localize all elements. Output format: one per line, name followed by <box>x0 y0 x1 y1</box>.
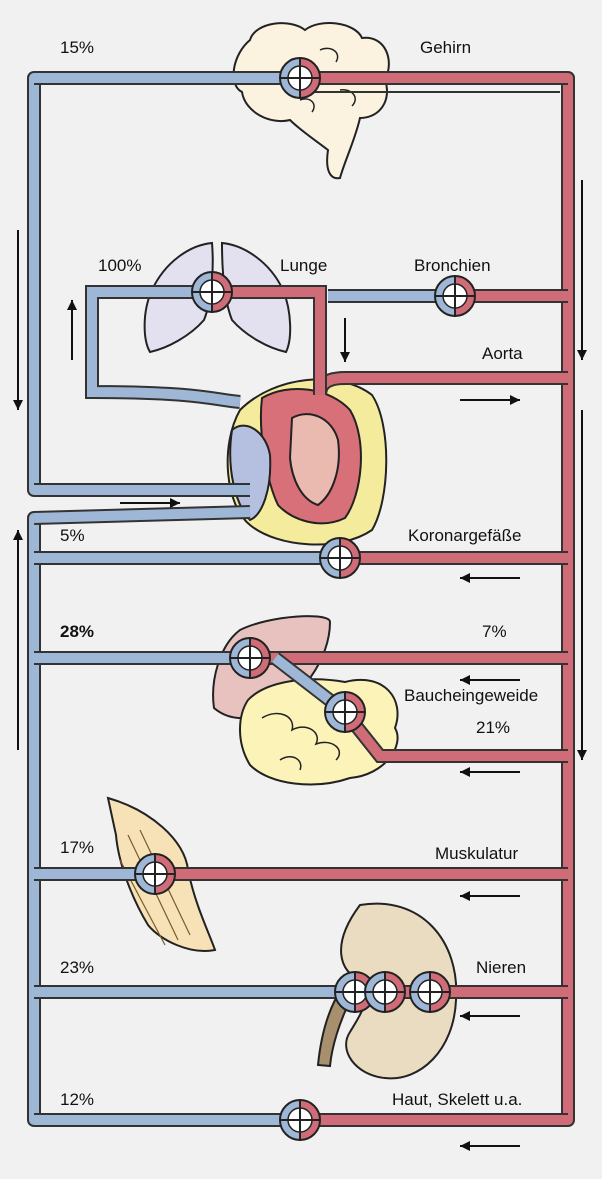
label-brain-percent: 15% <box>60 38 95 57</box>
label-abdominal-arterial-percent: 7% <box>482 622 507 641</box>
arrow-up-right <box>577 180 587 360</box>
arrow-left-3 <box>460 767 520 777</box>
label-kidney: Nieren <box>476 958 527 977</box>
label-coronary: Koronargefäße <box>408 526 522 545</box>
arrow-down-right <box>577 410 587 760</box>
arrow-up-left <box>13 530 23 750</box>
label-abdominal: Baucheingeweide <box>404 686 539 705</box>
label-kidney-percent: 23% <box>60 958 95 977</box>
label-skin-percent: 12% <box>60 1090 95 1109</box>
bed-kidney-3 <box>409 970 451 1014</box>
heart-illustration <box>226 378 388 546</box>
label-muscle-percent: 17% <box>60 838 95 857</box>
arrow-left-1 <box>460 573 520 583</box>
arrow-left-6 <box>460 1141 520 1151</box>
loop-brain <box>34 71 568 93</box>
label-liver-percent: 28% <box>60 622 95 641</box>
bed-liver <box>229 636 271 680</box>
label-lung-percent: 100% <box>98 256 142 275</box>
bed-brain <box>279 56 321 100</box>
arrow-left-4 <box>460 891 520 901</box>
label-bronchi: Bronchien <box>414 256 491 275</box>
loop-lung <box>85 285 327 409</box>
flow-arrows <box>13 180 587 1151</box>
bed-bronchi <box>434 274 476 318</box>
label-lung: Lunge <box>280 256 328 275</box>
arrow-right-aorta <box>460 395 520 405</box>
arrow-right-return <box>120 498 180 508</box>
bed-intestine <box>324 690 366 734</box>
venous-trunk <box>27 71 251 1127</box>
label-muscle: Muskulatur <box>435 844 519 863</box>
brain-illustration <box>232 22 390 180</box>
arrow-down-lung <box>340 318 350 362</box>
arrow-down-left <box>13 230 23 410</box>
bed-coronary <box>319 536 361 580</box>
arrow-left-2 <box>460 675 520 685</box>
arrow-left-5 <box>460 1011 520 1021</box>
arrow-up-lung <box>67 300 77 360</box>
bed-kidney-2 <box>364 970 406 1014</box>
bed-skin <box>279 1098 321 1142</box>
bed-muscle <box>134 852 176 896</box>
label-skin: Haut, Skelett u.a. <box>392 1090 523 1109</box>
capillary-beds <box>134 56 476 1142</box>
label-abdominal-percent: 21% <box>476 718 511 737</box>
bed-lung <box>191 270 233 314</box>
label-brain: Gehirn <box>420 38 472 57</box>
label-aorta: Aorta <box>482 344 523 363</box>
label-coronary-percent: 5% <box>60 526 85 545</box>
